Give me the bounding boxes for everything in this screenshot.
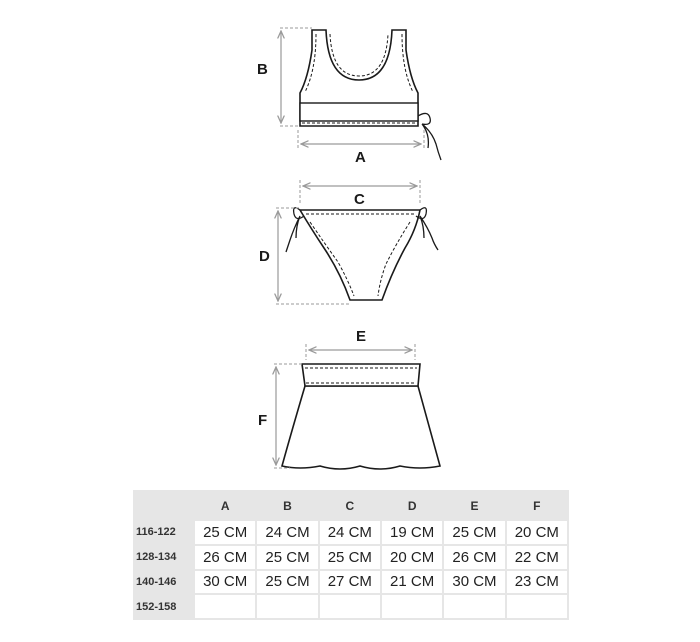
table-cell: 24 CM xyxy=(319,521,380,544)
table-corner xyxy=(135,492,193,519)
size-table: A B C D E F 116-122 25 CM 24 CM 24 CM 19… xyxy=(133,490,569,620)
table-cell xyxy=(506,595,567,618)
table-row: 128-134 26 CM 25 CM 25 CM 20 CM 26 CM 22… xyxy=(135,545,567,569)
label-e: E xyxy=(356,328,366,345)
table-cell: 20 CM xyxy=(381,545,443,569)
size-label: 128-134 xyxy=(136,551,177,564)
table-cell xyxy=(319,595,380,618)
table-row: 116-122 25 CM 24 CM 24 CM 19 CM 25 CM 20… xyxy=(135,521,567,544)
table-cell: 20 CM xyxy=(506,521,567,544)
skirt-waistband-stitch xyxy=(305,367,417,384)
label-c: C xyxy=(354,191,365,208)
garment-diagram: B A C D xyxy=(257,27,442,470)
table-cell: 19 CM xyxy=(381,521,443,544)
table-row: 152-158 xyxy=(135,595,567,618)
table-cell: 26 CM xyxy=(444,545,505,569)
table-cell xyxy=(444,595,505,618)
table-cell xyxy=(381,595,443,618)
briefs-left-tie xyxy=(285,207,305,253)
column-header: E xyxy=(470,498,479,513)
briefs-right-tie xyxy=(415,207,439,251)
briefs-outline xyxy=(298,209,421,301)
measure-b: B xyxy=(257,27,312,127)
size-label: 116-122 xyxy=(136,526,176,539)
measure-a: A xyxy=(297,130,425,166)
skirt-body xyxy=(281,385,442,470)
label-b: B xyxy=(257,61,268,78)
table-cell: 22 CM xyxy=(506,545,567,569)
label-d: D xyxy=(259,248,270,265)
crop-top-outline xyxy=(299,29,419,127)
skirt-illustration xyxy=(281,363,442,470)
measure-e: E xyxy=(305,328,416,360)
crop-top-inner-stitch xyxy=(304,33,414,93)
table-cell: 26 CM xyxy=(195,545,256,569)
table-cell xyxy=(257,595,318,618)
briefs-stitch xyxy=(306,213,414,297)
column-header: C xyxy=(345,498,355,513)
table-cell: 27 CM xyxy=(319,570,380,594)
table-cell: 25 CM xyxy=(444,521,505,544)
crop-top-illustration xyxy=(299,29,442,161)
table-row: 140-146 30 CM 25 CM 27 CM 21 CM 30 CM 23… xyxy=(135,570,567,594)
table-cell xyxy=(195,595,256,618)
briefs-illustration xyxy=(285,207,439,301)
size-label: 152-158 xyxy=(136,600,177,613)
column-header: F xyxy=(533,498,541,513)
label-f: F xyxy=(258,412,267,429)
column-header: A xyxy=(220,498,230,513)
measure-f: F xyxy=(258,363,302,469)
measure-d: D xyxy=(259,207,350,305)
crop-top-tie-string xyxy=(417,112,442,161)
crop-top-band xyxy=(299,102,419,122)
table-cell: 30 CM xyxy=(444,570,505,594)
size-label: 140-146 xyxy=(136,575,177,588)
table-cell: 30 CM xyxy=(195,570,256,594)
table-cell: 21 CM xyxy=(381,570,443,594)
measure-c: C xyxy=(299,180,421,208)
table-cell: 25 CM xyxy=(257,570,318,594)
column-header: B xyxy=(283,498,292,513)
table-cell: 23 CM xyxy=(506,570,567,594)
table-header-row: A B C D E F xyxy=(135,492,567,519)
label-a: A xyxy=(355,149,366,166)
skirt-waistband xyxy=(301,363,421,387)
table-cell: 25 CM xyxy=(257,545,318,569)
table-cell: 25 CM xyxy=(319,545,380,569)
table-cell: 24 CM xyxy=(257,521,318,544)
table-cell: 25 CM xyxy=(195,521,256,544)
column-header: D xyxy=(407,498,417,513)
